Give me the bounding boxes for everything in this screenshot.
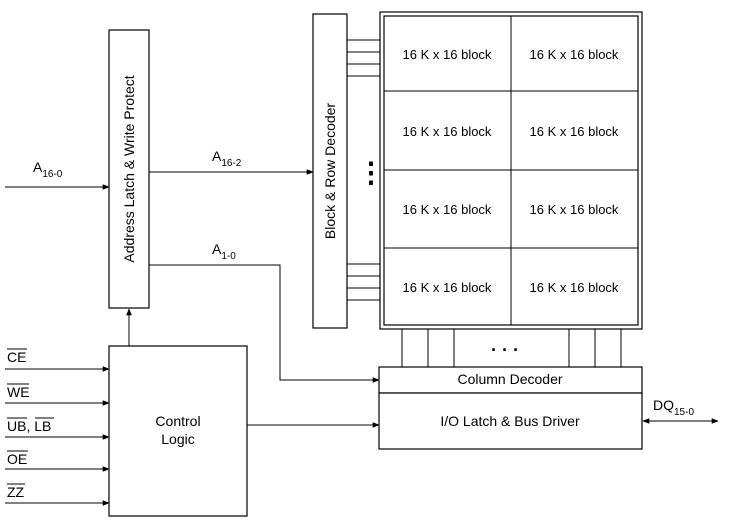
signal-a-input: A16-0 xyxy=(33,159,63,180)
dq-bus: DQ15-0 xyxy=(642,397,719,424)
signal-a-low: A1-0 xyxy=(212,241,236,262)
a1-0-bus: A1-0 xyxy=(149,241,380,383)
memory-block: 16 K x 16 block xyxy=(403,280,492,295)
control-logic-line1: Control xyxy=(155,413,200,429)
decoder-array-ties xyxy=(347,39,380,301)
horizontal-ellipsis: · · · xyxy=(491,340,519,360)
memory-block: 16 K x 16 block xyxy=(530,47,619,62)
io-latch-block: I/O Latch & Bus Driver xyxy=(378,392,643,450)
memory-block: 16 K x 16 block xyxy=(403,47,492,62)
signal-a-high: A16-2 xyxy=(212,148,242,169)
control-input-signals: CE WE UB, LB OE ZZ xyxy=(5,348,110,506)
column-decoder-block: Column Decoder xyxy=(378,366,643,394)
signal-dq: DQ15-0 xyxy=(653,397,694,418)
memory-block: 16 K x 16 block xyxy=(530,124,619,139)
a16-2-bus: A16-2 xyxy=(149,148,314,175)
memory-block: 16 K x 16 block xyxy=(530,202,619,217)
io-latch-label: I/O Latch & Bus Driver xyxy=(440,413,580,429)
address-latch-label: Address Latch & Write Protect xyxy=(121,75,137,262)
column-decoder-label: Column Decoder xyxy=(457,371,562,387)
memory-array: 16 K x 16 block 16 K x 16 block 16 K x 1… xyxy=(379,11,643,330)
memory-block: 16 K x 16 block xyxy=(530,280,619,295)
address-latch-block: Address Latch & Write Protect xyxy=(108,29,150,309)
address-input-signal: A16-0 xyxy=(5,159,110,190)
memory-block: 16 K x 16 block xyxy=(403,124,492,139)
memory-block: 16 K x 16 block xyxy=(403,202,492,217)
signal-ub-lb: UB, LB xyxy=(7,418,51,434)
row-decoder-block: Block & Row Decoder xyxy=(312,13,348,329)
control-logic-block: Control Logic xyxy=(108,345,248,517)
signal-we: WE xyxy=(7,384,30,400)
control-logic-line2: Logic xyxy=(161,431,194,447)
signal-oe: OE xyxy=(7,451,27,467)
array-column-ties xyxy=(401,329,622,367)
signal-zz: ZZ xyxy=(7,484,25,500)
row-decoder-label: Block & Row Decoder xyxy=(322,103,338,240)
signal-ce: CE xyxy=(7,349,26,365)
